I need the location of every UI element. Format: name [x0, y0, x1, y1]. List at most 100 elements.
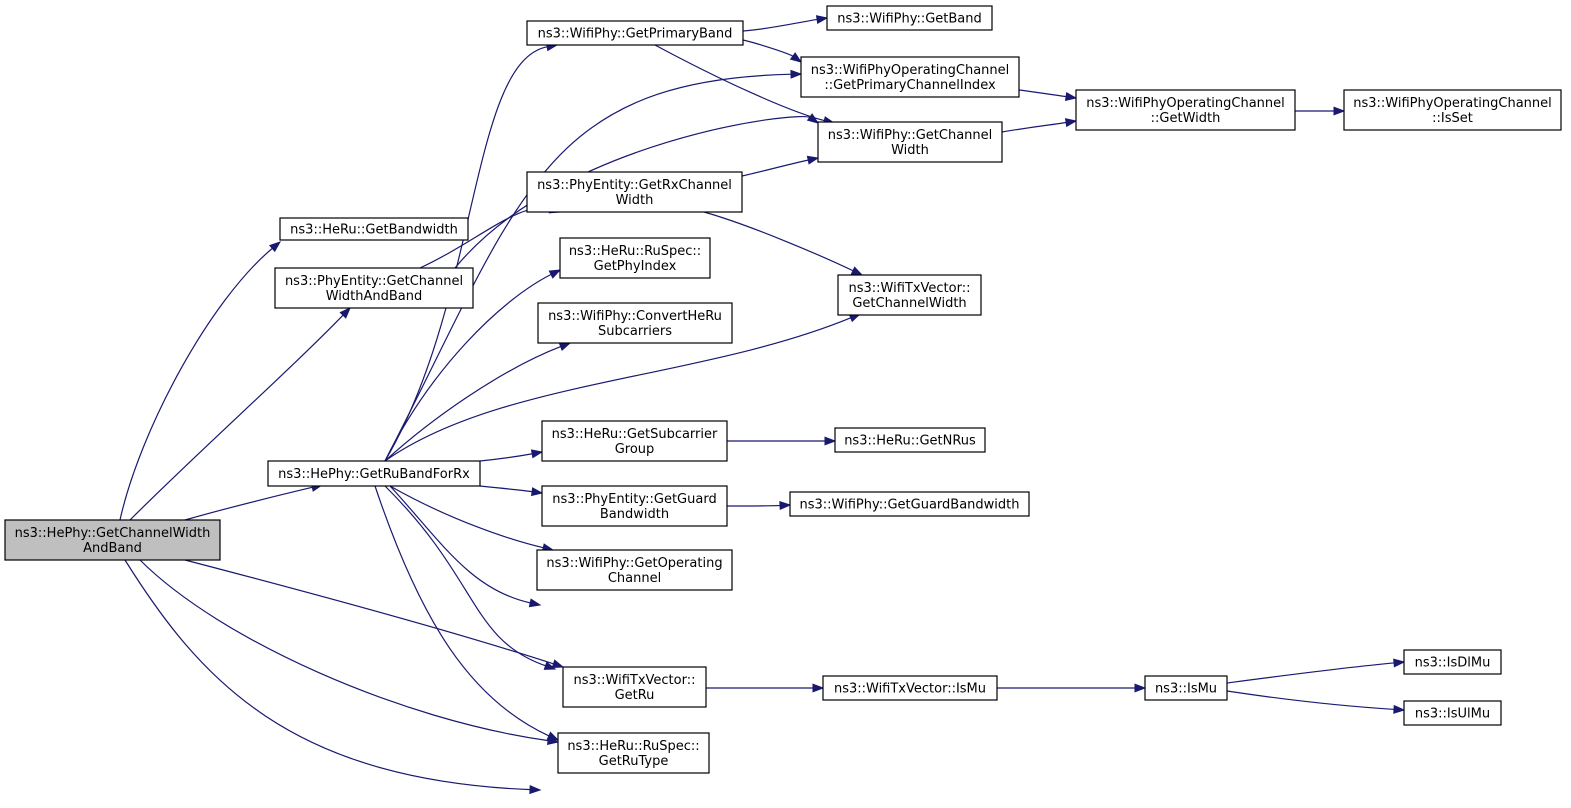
- edge-line: [1226, 690, 1396, 711]
- node-opchannel_getprimarychannelindex[interactable]: ns3::WifiPhyOperatingChannel::GetPrimary…: [800, 56, 1020, 98]
- node-box: [279, 217, 469, 241]
- node-phyentity_getguardbandwidth[interactable]: ns3::PhyEntity::GetGuardBandwidth: [541, 485, 728, 527]
- node-label-line: ns3::HeRu::RuSpec::: [569, 244, 701, 259]
- node-ruspec_getphyindex[interactable]: ns3::HeRu::RuSpec::GetPhyIndex: [559, 237, 711, 279]
- edge-heru_getsubcarriergroup-to-heru_getnrus: [727, 436, 837, 446]
- edge-root-to-hephy_getrubandforrx: [184, 483, 324, 521]
- node-box: [562, 666, 707, 708]
- edge-arrowhead: [812, 683, 825, 693]
- node-box: [1403, 700, 1502, 726]
- node-label-line: ns3::HeRu::RuSpec::: [567, 739, 699, 754]
- node-wifiphy_getprimaryband[interactable]: ns3::WifiPhy::GetPrimaryBand: [526, 20, 744, 46]
- edge-line: [1001, 121, 1068, 133]
- node-box: [826, 5, 993, 31]
- node-label-line: ns3::PhyEntity::GetRxChannel: [537, 178, 732, 193]
- node-heru_getnrus[interactable]: ns3::HeRu::GetNRus: [834, 427, 986, 453]
- edge-phyentity_getrxchannelwidth-to-wifiphy_getchannelwidth: [741, 155, 820, 177]
- edge-root-to-heru_getbandwidth: [119, 241, 282, 521]
- edge-opchannel_getwidth-to-opchannel_isset: [1295, 106, 1346, 116]
- edge-line: [389, 485, 545, 549]
- node-box: [817, 121, 1003, 163]
- node-label-line: ::GetPrimaryChannelIndex: [824, 78, 996, 93]
- edge-line: [184, 559, 555, 665]
- node-wifiphy_getchannelwidth[interactable]: ns3::WifiPhy::GetChannelWidth: [817, 121, 1003, 163]
- node-isdlmu[interactable]: ns3::IsDlMu: [1403, 649, 1502, 675]
- node-label-line: Bandwidth: [600, 507, 669, 522]
- edge-line: [124, 559, 532, 791]
- edge-arrowhead: [546, 731, 560, 741]
- edge-line: [742, 18, 819, 32]
- edge-ismu-to-isdlmu: [1226, 658, 1406, 684]
- edge-phyentity_getguardbandwidth-to-wifiphy_getguardbandwidth: [726, 501, 792, 511]
- edge-wifiphy_getchannelwidth-to-opchannel_getwidth: [1001, 118, 1078, 133]
- node-label-line: Width: [616, 193, 654, 208]
- node-label-line: ns3::HeRu::GetNRus: [844, 434, 976, 449]
- node-box: [800, 56, 1020, 98]
- node-box: [834, 427, 986, 453]
- node-label-line: Subcarriers: [598, 324, 672, 339]
- edge-wifitxvector_getru-to-wifitxvector_ismu: [705, 683, 825, 693]
- node-hephy_getrubandforrx[interactable]: ns3::HePhy::GetRuBandForRx: [267, 460, 481, 487]
- node-ismu[interactable]: ns3::IsMu: [1144, 675, 1228, 701]
- node-box: [537, 302, 733, 344]
- edge-line: [119, 247, 274, 521]
- node-heru_getbandwidth[interactable]: ns3::HeRu::GetBandwidth: [279, 217, 469, 241]
- edge-arrowhead: [1393, 704, 1406, 714]
- node-label-line: ns3::WifiTxVector::: [573, 673, 695, 688]
- node-box: [4, 519, 221, 561]
- edge-root-to-wifitxvector_ismu: [124, 559, 542, 795]
- node-opchannel_getwidth[interactable]: ns3::WifiPhyOperatingChannel::GetWidth: [1075, 89, 1296, 131]
- edge-arrowhead: [1064, 92, 1078, 101]
- node-label-line: AndBand: [83, 541, 142, 556]
- edge-arrowhead: [789, 52, 803, 63]
- edge-arrowhead: [815, 15, 829, 25]
- node-box: [559, 237, 711, 279]
- node-label-line: ns3::WifiPhy::GetBand: [837, 12, 982, 27]
- edge-wifiphy_getprimaryband-to-wifiphy_getband: [742, 15, 829, 32]
- edge-hephy_getrubandforrx-to-ruspec_getrutype: [374, 485, 560, 741]
- node-box: [1144, 675, 1228, 701]
- node-label-line: ns3::HePhy::GetChannelWidth: [15, 526, 211, 541]
- node-opchannel_isset[interactable]: ns3::WifiPhyOperatingChannel::IsSet: [1343, 89, 1562, 131]
- node-wifitxvector_ismu[interactable]: ns3::WifiTxVector::IsMu: [822, 675, 998, 701]
- node-box: [822, 675, 998, 701]
- node-box: [536, 549, 733, 591]
- edge-root-to-ruspec_getrutype: [139, 559, 560, 746]
- node-wifiphy_getguardbandwidth[interactable]: ns3::WifiPhy::GetGuardBandwidth: [789, 491, 1030, 517]
- node-box: [541, 420, 728, 462]
- edge-ismu-to-isulmu: [1226, 690, 1406, 714]
- node-label-line: ns3::IsUlMu: [1415, 707, 1490, 722]
- node-label-line: ::IsSet: [1432, 111, 1473, 126]
- edge-arrowhead: [806, 155, 820, 165]
- node-wifiphy_getband[interactable]: ns3::WifiPhy::GetBand: [826, 5, 993, 31]
- node-label-line: ns3::PhyEntity::GetChannel: [285, 274, 463, 289]
- node-label-line: GetChannelWidth: [852, 296, 966, 311]
- node-wifitxvector_getru[interactable]: ns3::WifiTxVector::GetRu: [562, 666, 707, 708]
- node-label-line: ns3::HePhy::GetRuBandForRx: [278, 467, 470, 482]
- node-isulmu[interactable]: ns3::IsUlMu: [1403, 700, 1502, 726]
- node-wifitxvector_getchannelwidth[interactable]: ns3::WifiTxVector::GetChannelWidth: [837, 274, 982, 316]
- edge-line: [742, 39, 795, 58]
- node-box: [274, 267, 474, 309]
- node-box: [837, 274, 982, 316]
- node-label-line: WidthAndBand: [326, 289, 423, 304]
- node-label-line: ns3::WifiPhyOperatingChannel: [1086, 96, 1285, 111]
- node-ruspec_getrutype[interactable]: ns3::HeRu::RuSpec::GetRuType: [557, 732, 710, 774]
- edge-arrowhead: [530, 449, 544, 459]
- edge-arrowhead: [850, 266, 864, 276]
- edge-root-to-phyentity_getchannelwidthandband: [129, 306, 351, 521]
- node-label-line: ns3::WifiPhyOperatingChannel: [811, 63, 1010, 78]
- edge-phyentity_getrxchannelwidth-to-wifitxvector_getchannelwidth: [703, 211, 864, 276]
- node-label-line: ns3::IsMu: [1155, 682, 1217, 697]
- edge-arrowhead: [269, 241, 282, 253]
- edge-line: [384, 316, 852, 462]
- edge-arrowhead: [339, 306, 351, 319]
- edge-line: [479, 453, 534, 462]
- edge-arrowhead: [558, 342, 572, 352]
